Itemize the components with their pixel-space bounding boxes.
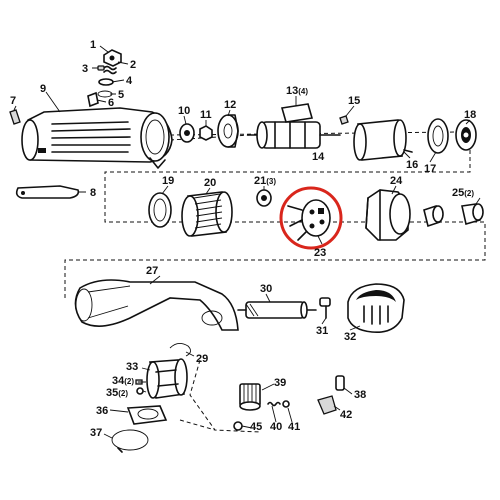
part-42-pawl[interactable]: [317, 395, 337, 415]
label-1: 1: [90, 39, 96, 51]
part-21-planet-gear[interactable]: [256, 189, 272, 207]
part-40-spring[interactable]: [267, 401, 281, 407]
label-3: 3: [82, 63, 88, 75]
part-35-ball[interactable]: [136, 387, 144, 395]
part-24-nut-housing[interactable]: [365, 189, 411, 241]
part-13-vanes[interactable]: [280, 103, 314, 123]
part-17-end-plate[interactable]: [427, 118, 449, 154]
label-5: 5: [118, 89, 124, 101]
label-12: 12: [224, 99, 236, 111]
label-34: 34(2): [112, 375, 134, 387]
label-25: 25(2): [452, 187, 474, 199]
part-12-end-plate[interactable]: [217, 114, 239, 148]
part-31-pin[interactable]: [319, 297, 331, 319]
label-40: 40: [270, 421, 282, 433]
label-18: 18: [464, 109, 476, 121]
label-36: 36: [96, 405, 108, 417]
part-20-ring-gear[interactable]: [181, 191, 233, 237]
part-16-cylinder[interactable]: [353, 119, 413, 161]
label-31: 31: [316, 325, 328, 337]
label-16: 16: [406, 159, 418, 171]
label-24: 24: [390, 175, 403, 187]
part-29-retaining-ring[interactable]: [169, 343, 191, 357]
part-27-ratchet-head[interactable]: [74, 279, 239, 331]
leader-lines: [13, 45, 481, 439]
part-9-housing[interactable]: [21, 107, 173, 169]
label-19: 19: [162, 175, 174, 187]
part-39-drive-gear[interactable]: [239, 383, 261, 411]
label-21: 21(3): [254, 175, 276, 187]
part-2-spring[interactable]: [103, 65, 117, 75]
part-3-pin[interactable]: [97, 65, 105, 71]
label-20: 20: [204, 177, 216, 189]
label-17: 17: [424, 163, 436, 175]
part-36-reverse-lever[interactable]: [126, 405, 168, 425]
part-38-pin[interactable]: [335, 375, 345, 391]
label-9: 9: [40, 83, 46, 95]
part-18-bearing[interactable]: [455, 119, 477, 151]
label-32: 32: [344, 331, 356, 343]
part-45-ball[interactable]: [233, 421, 243, 431]
part-25-bushing-b[interactable]: [461, 203, 484, 226]
highlight-circle: [279, 186, 343, 250]
part-32-yoke[interactable]: [347, 283, 405, 334]
part-14-rotor[interactable]: [247, 121, 341, 149]
part-33-anvil[interactable]: [146, 358, 188, 399]
label-41: 41: [288, 421, 300, 433]
part-37-ring[interactable]: [111, 429, 149, 453]
part-11-nut[interactable]: [199, 125, 213, 141]
assembly-line-lower: [179, 359, 261, 433]
label-45: 45: [250, 421, 262, 433]
label-11: 11: [200, 109, 212, 121]
part-1-nut[interactable]: [103, 49, 122, 67]
label-42: 42: [340, 409, 352, 421]
part-41-ball[interactable]: [282, 400, 290, 408]
label-35: 35(2): [106, 387, 128, 399]
label-13: 13(4): [286, 85, 308, 97]
label-7: 7: [10, 95, 16, 107]
label-8: 8: [90, 187, 96, 199]
part-23-planet-carrier[interactable]: [287, 199, 331, 241]
label-10: 10: [178, 105, 190, 117]
label-4: 4: [126, 75, 133, 87]
part-30-crankshaft[interactable]: [237, 301, 317, 319]
label-27: 27: [146, 265, 158, 277]
part-7-pin[interactable]: [9, 109, 21, 125]
label-15: 15: [348, 95, 360, 107]
part-10-bearing[interactable]: [179, 123, 195, 143]
label-37: 37: [90, 427, 102, 439]
part-6-pin[interactable]: [87, 91, 99, 108]
part-4-washer[interactable]: [98, 78, 114, 86]
label-29: 29: [196, 353, 208, 365]
part-15-key[interactable]: [339, 115, 349, 125]
label-30: 30: [260, 283, 272, 295]
label-2: 2: [130, 59, 136, 71]
label-6: 6: [108, 97, 114, 109]
part-25-bushing-a[interactable]: [423, 204, 444, 228]
label-14: 14: [312, 151, 325, 163]
label-33: 33: [126, 361, 138, 373]
label-23: 23: [314, 247, 326, 259]
label-39: 39: [274, 377, 286, 389]
part-19-washer[interactable]: [148, 192, 172, 228]
label-38: 38: [354, 389, 366, 401]
part-8-lever[interactable]: [15, 185, 80, 199]
